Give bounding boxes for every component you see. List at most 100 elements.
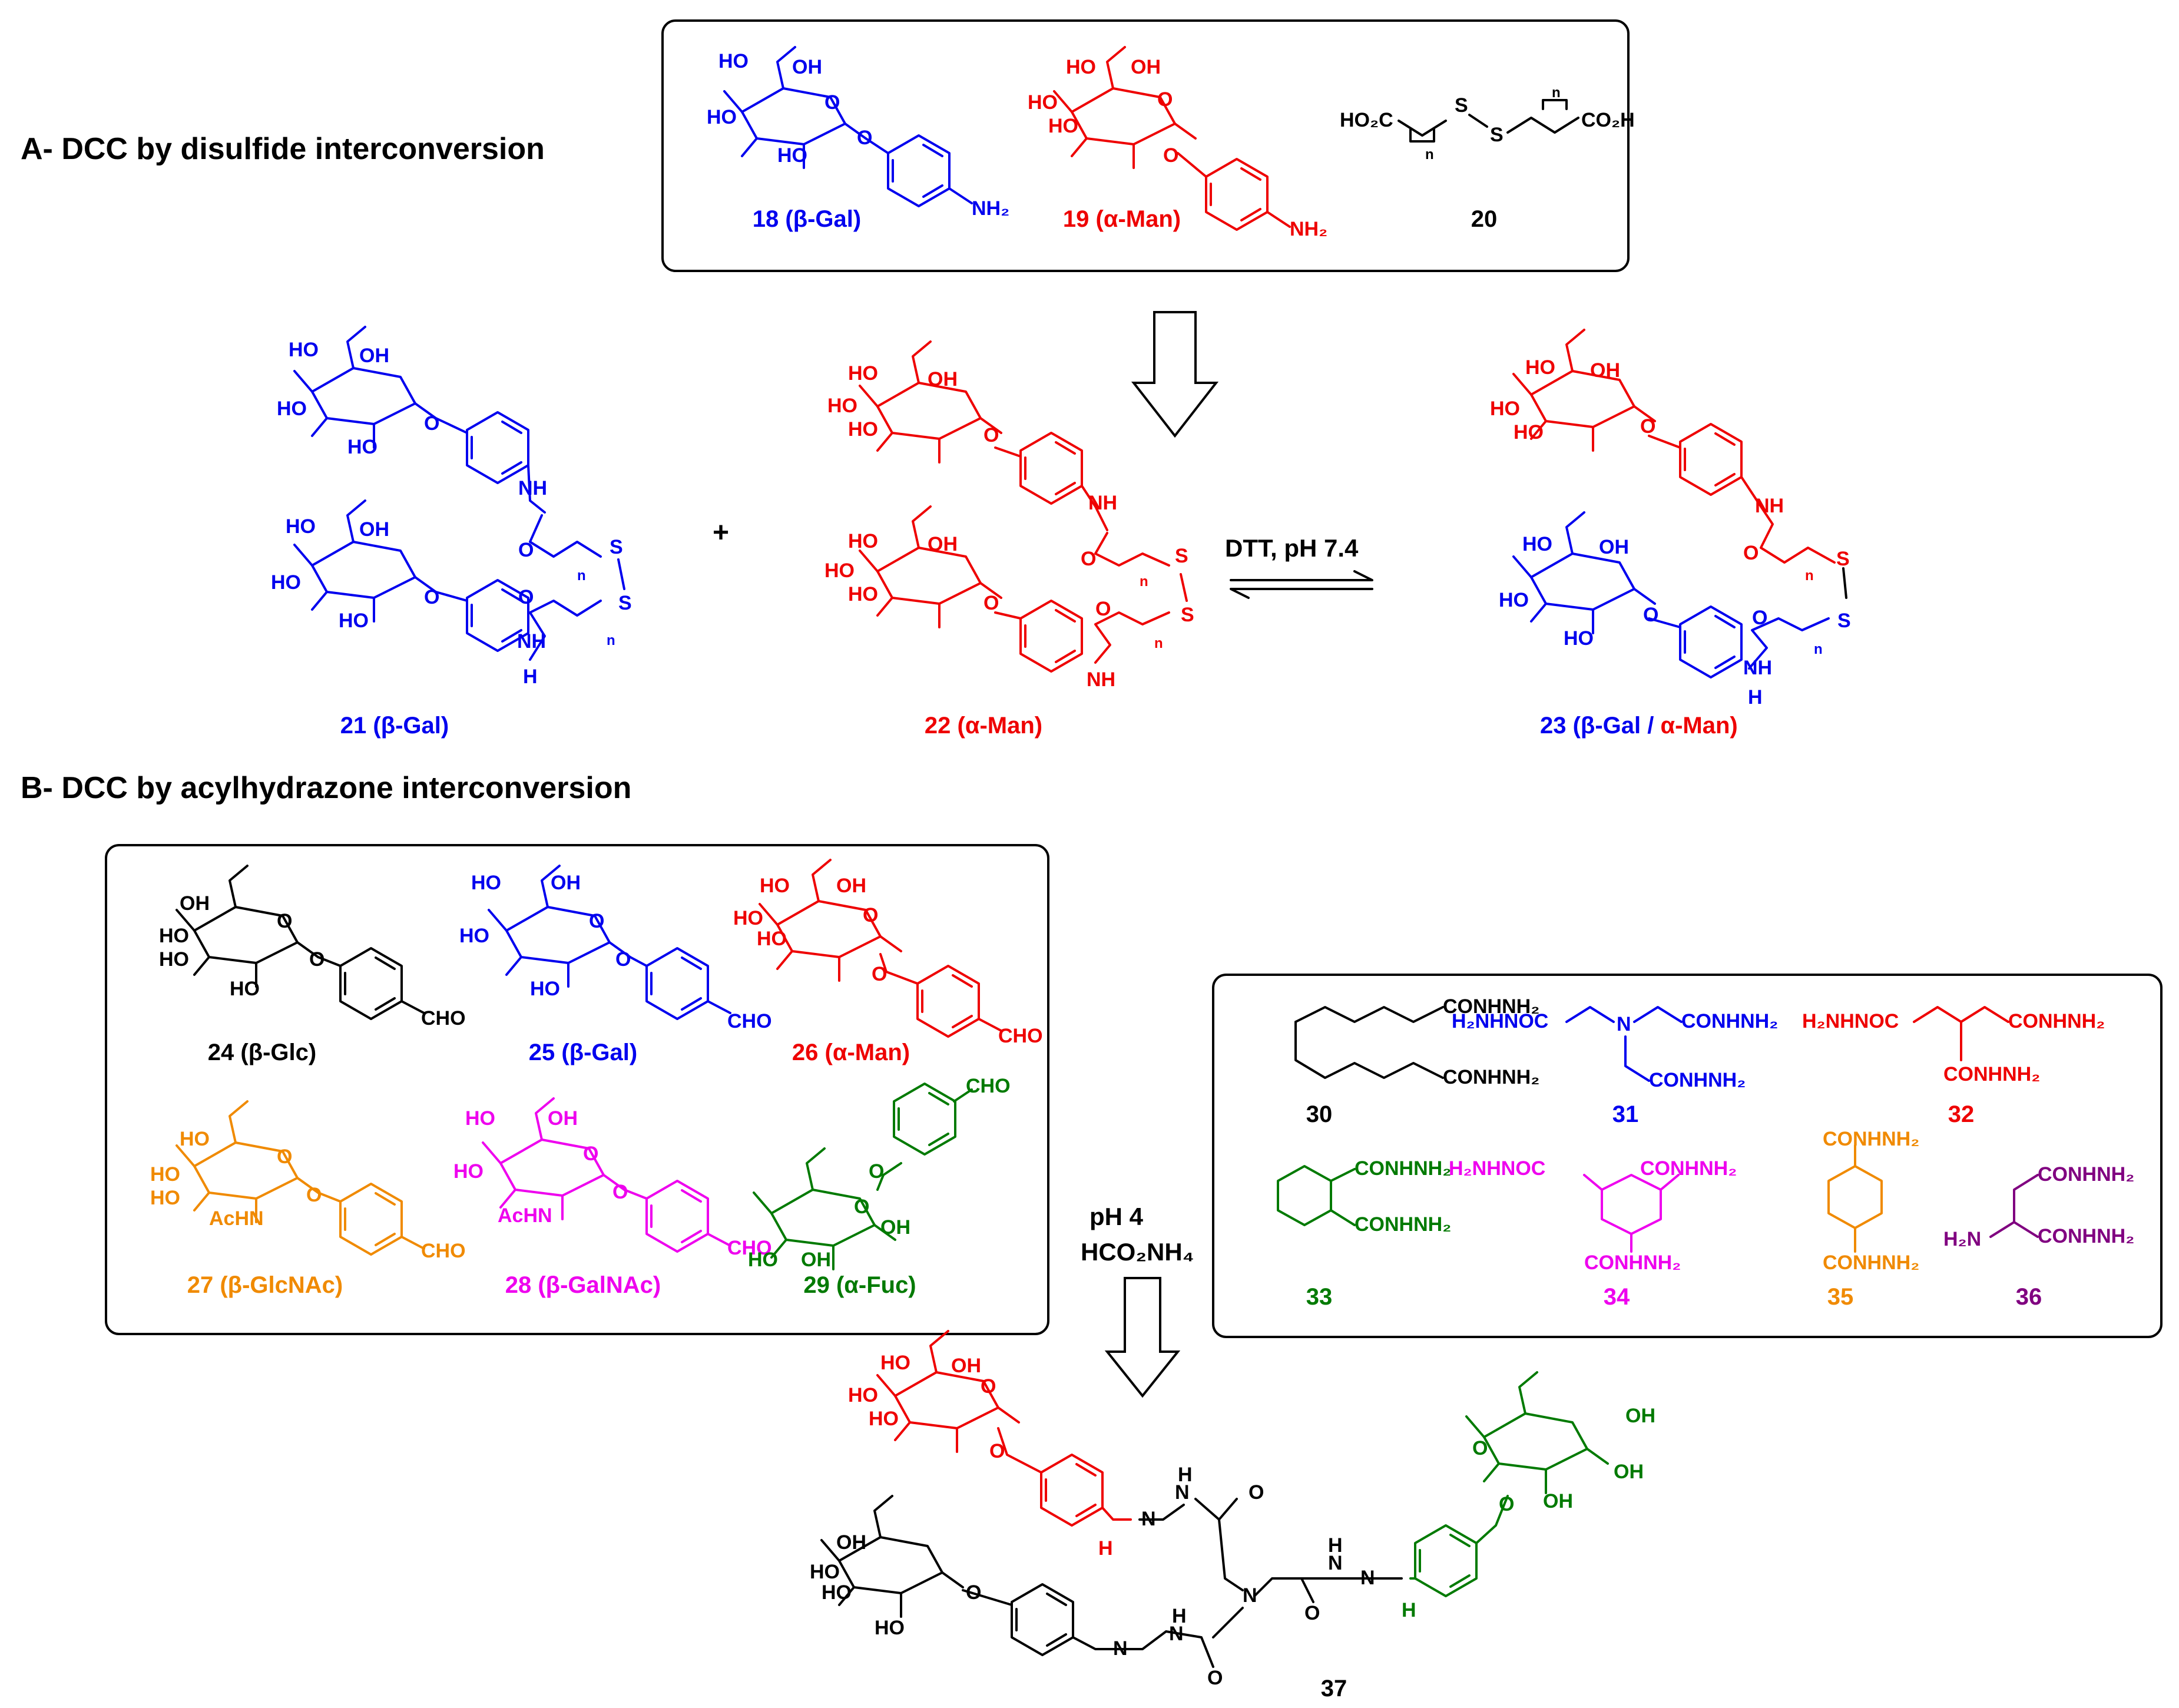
svg-text:n: n (577, 568, 586, 584)
svg-text:OH: OH (548, 1107, 578, 1130)
svg-text:HO: HO (277, 398, 307, 420)
svg-text:O: O (309, 948, 324, 971)
svg-text:O: O (612, 1181, 628, 1203)
svg-text:O: O (615, 948, 631, 971)
compound-21-atoms: HO OH HO HO O NH O n S S HO OH HO HO O O… (271, 339, 632, 688)
svg-text:CONHNH₂: CONHNH₂ (2038, 1225, 2134, 1247)
svg-text:OH: OH (1614, 1461, 1644, 1483)
svg-text:S: S (1836, 548, 1850, 570)
svg-text:H₂NHNOC: H₂NHNOC (1452, 1010, 1548, 1032)
svg-text:HO: HO (848, 583, 878, 605)
svg-text:HO: HO (707, 106, 737, 128)
label-36: 36 (2016, 1284, 2042, 1310)
svg-text:O: O (1499, 1493, 1514, 1515)
svg-text:HO: HO (150, 1163, 180, 1186)
svg-text:O: O (1743, 542, 1759, 564)
compound-28-atoms: HO OH HO AcHN O O CHO (453, 1107, 772, 1259)
svg-text:N: N (1617, 1013, 1631, 1035)
svg-text:O: O (1081, 548, 1096, 570)
section-a-title: A- DCC by disulfide interconversion (21, 132, 545, 166)
svg-text:CONHNH₂: CONHNH₂ (1649, 1069, 1746, 1091)
svg-text:HO: HO (733, 907, 763, 929)
svg-text:OH: OH (1543, 1490, 1573, 1512)
label-21: 21 (β-Gal) (340, 713, 449, 739)
label-23: 23 (β-Gal / α-Man) (1540, 713, 1738, 739)
label-25: 25 (β-Gal) (529, 1040, 637, 1065)
svg-text:OH: OH (1590, 359, 1620, 382)
compound-37-atoms: HO OH HO HO O O H N N H O N OH HO HO HO … (810, 1352, 1655, 1689)
svg-text:HO: HO (530, 978, 560, 1000)
svg-text:HO: HO (748, 1249, 778, 1271)
svg-text:O: O (1304, 1602, 1320, 1624)
svg-text:HO: HO (339, 610, 369, 632)
svg-text:S: S (1837, 610, 1851, 632)
svg-text:N: N (1360, 1567, 1375, 1589)
svg-text:CONHNH₂: CONHNH₂ (1823, 1252, 1919, 1274)
svg-text:HO: HO (777, 144, 807, 167)
section-a-reagent-box (661, 19, 1630, 272)
svg-text:HO: HO (286, 515, 316, 538)
svg-text:HO: HO (848, 418, 878, 441)
svg-text:HO: HO (459, 925, 489, 947)
svg-text:O: O (1643, 604, 1658, 626)
compound-29-structure (753, 1083, 973, 1270)
svg-text:N: N (1243, 1584, 1257, 1607)
svg-text:CONHNH₂: CONHNH₂ (1355, 1213, 1451, 1236)
conditions-dtt: DTT, pH 7.4 (1225, 534, 1359, 562)
svg-text:H: H (523, 666, 538, 688)
compound-27-atoms: HO HO HO AcHN O O CHO (150, 1128, 466, 1262)
svg-text:HO: HO (880, 1352, 910, 1374)
svg-text:O: O (1249, 1481, 1264, 1504)
svg-text:S: S (610, 536, 623, 558)
svg-text:HO: HO (159, 925, 189, 947)
svg-text:N: N (1113, 1637, 1128, 1660)
compound-27-structure (175, 1100, 425, 1256)
svg-text:HO: HO (471, 872, 501, 894)
compound-31-atoms: H₂NHNOC N CONHNH₂ CONHNH₂ (1452, 1010, 1778, 1091)
svg-text:H₂NHNOC: H₂NHNOC (1802, 1010, 1899, 1032)
svg-text:O: O (966, 1581, 981, 1604)
svg-text:CONHNH₂: CONHNH₂ (1584, 1252, 1681, 1274)
label-26: 26 (α-Man) (792, 1040, 910, 1065)
compound-35-atoms: CONHNH₂ CONHNH₂ (1823, 1128, 1919, 1274)
hydrazide-box (1212, 974, 2163, 1338)
svg-text:n: n (1140, 574, 1148, 590)
svg-text:H: H (1402, 1599, 1416, 1621)
compound-19-atoms: HO OH HO HO O O NH₂ (1028, 56, 1327, 240)
svg-text:O: O (989, 1440, 1005, 1462)
svg-text:OH: OH (1625, 1405, 1655, 1427)
compound-21-structure (293, 326, 625, 661)
svg-text:NH: NH (518, 477, 547, 499)
label-19: 19 (α-Man) (1063, 206, 1181, 232)
svg-text:CONHNH₂: CONHNH₂ (1943, 1063, 2040, 1085)
compound-18-atoms: HO OH HO HO O O NH₂ (707, 50, 1009, 220)
svg-text:n: n (1425, 147, 1434, 163)
svg-text:H₂N: H₂N (1943, 1228, 1981, 1250)
svg-text:CHO: CHO (421, 1240, 466, 1262)
svg-text:HO: HO (159, 948, 189, 971)
svg-text:O: O (424, 586, 439, 608)
compound-24-structure (175, 865, 425, 1020)
svg-text:O: O (983, 592, 999, 614)
svg-text:O: O (1472, 1437, 1488, 1459)
compound-26-structure (759, 859, 1002, 1038)
svg-text:AcHN: AcHN (498, 1204, 552, 1227)
label-20: 20 (1471, 206, 1498, 232)
svg-text:O: O (1157, 88, 1173, 111)
label-34: 34 (1604, 1284, 1630, 1310)
compound-37-structure (820, 1330, 1609, 1668)
svg-text:O: O (518, 539, 534, 561)
label-37: 37 (1321, 1676, 1347, 1702)
svg-text:O: O (518, 586, 534, 608)
compound-36-structure (1989, 1174, 2039, 1238)
label-33: 33 (1306, 1284, 1333, 1310)
svg-text:n: n (1552, 85, 1561, 101)
svg-text:N: N (1141, 1508, 1156, 1530)
svg-text:CONHNH₂: CONHNH₂ (2008, 1010, 2105, 1032)
svg-text:O: O (869, 1160, 884, 1183)
svg-text:S: S (1490, 124, 1504, 146)
compound-23-structure (1512, 329, 1847, 678)
svg-text:O: O (306, 1184, 322, 1206)
svg-text:HO: HO (757, 928, 787, 950)
